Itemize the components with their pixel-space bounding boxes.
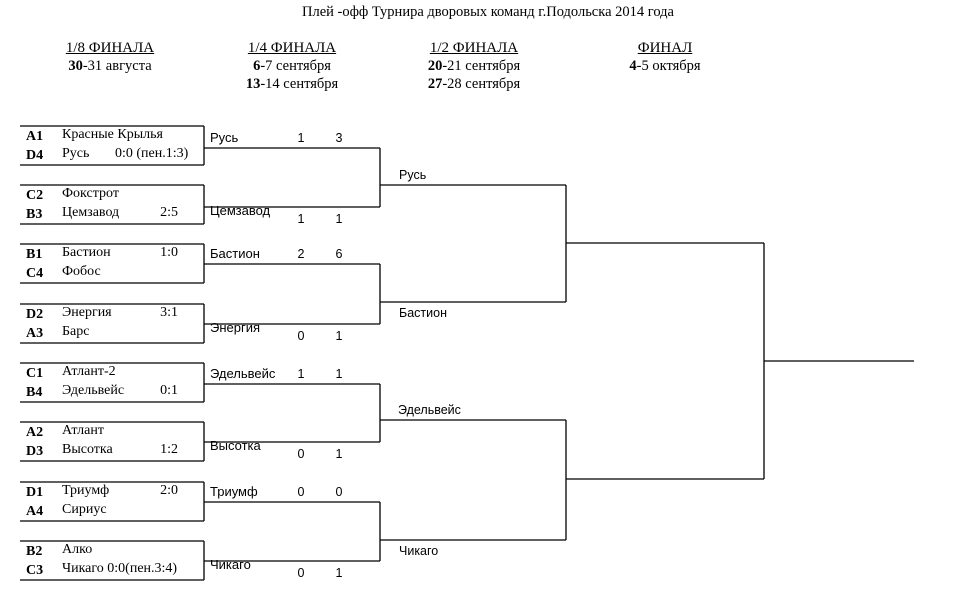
- qf-game2-goals: 1: [335, 447, 343, 461]
- r16-match-score: 1:2: [160, 442, 178, 457]
- seed-label: B2: [26, 544, 43, 559]
- qf-game1-goals: 1: [297, 367, 305, 381]
- seed-label: A3: [26, 326, 44, 341]
- seed-label: D3: [26, 444, 44, 459]
- bracket-title: Плей -офф Турнира дворовых команд г.Подо…: [301, 4, 674, 20]
- qf-team-name: Высотка: [210, 438, 261, 453]
- sf-team-name: Русь: [399, 168, 427, 182]
- qf-team-name: Энергия: [210, 320, 261, 335]
- seed-label: A1: [26, 129, 44, 144]
- qf-game2-goals: 6: [335, 247, 343, 261]
- round-date-rest: -28 сентября: [442, 76, 521, 92]
- qf-team-name: Эдельвейс: [210, 366, 276, 381]
- seed-label: C3: [26, 563, 44, 578]
- qf-game2-goals: 1: [335, 329, 343, 343]
- r16-match-score: 2:0: [160, 483, 178, 498]
- round-name: 1/2 ФИНАЛА: [429, 40, 519, 56]
- qf-game1-goals: 2: [297, 247, 305, 261]
- round-name: 1/4 ФИНАЛА: [247, 40, 337, 56]
- r16-team-name: Бастион: [62, 245, 111, 260]
- qf-team-name: Русь: [210, 130, 239, 145]
- qf-game2-goals: 1: [335, 212, 343, 226]
- r16-match-score: 2:5: [160, 205, 178, 220]
- qf-game1-goals: 0: [297, 485, 305, 499]
- round-name: 1/8 ФИНАЛА: [65, 40, 155, 56]
- sf-team-name: Эдельвейс: [398, 403, 461, 417]
- r16-team-name: Фокстрот: [62, 186, 119, 201]
- round-dates: 27-28 сентября: [384, 75, 564, 93]
- qf-game1-goals: 1: [297, 131, 305, 145]
- seed-label: B4: [26, 385, 43, 400]
- round-dates: 30-31 августа: [20, 57, 200, 75]
- round-name: ФИНАЛ: [637, 40, 693, 56]
- r16-match-score: 1:0: [160, 245, 178, 260]
- r16-team-name: Алко: [62, 542, 93, 557]
- r16-team-name: Барс: [62, 324, 90, 339]
- round-date-start: 4: [629, 58, 637, 74]
- seed-label: A4: [26, 504, 44, 519]
- r16-team-name: Эдельвейс: [62, 383, 125, 398]
- round-date-start: 20: [427, 58, 443, 74]
- seed-label: D2: [26, 307, 44, 322]
- round-date-rest: -5 октября: [636, 58, 701, 74]
- qf-game2-goals: 1: [335, 367, 343, 381]
- r16-team-name: Чикаго 0:0(пен.3:4): [62, 561, 178, 576]
- round-dates: 20-21 сентября: [384, 57, 564, 75]
- r16-team-name: Энергия: [62, 305, 112, 320]
- round-dates: 4-5 октября: [575, 57, 755, 75]
- seed-label: B3: [26, 207, 43, 222]
- r16-match-score: 3:1: [160, 305, 178, 320]
- r16-team-name: Атлант-2: [62, 364, 116, 379]
- qf-game1-goals: 0: [297, 566, 305, 580]
- round-date-start: 27: [427, 76, 443, 92]
- qf-game2-goals: 1: [335, 566, 343, 580]
- r16-match-score: 0:1: [160, 383, 178, 398]
- round-date-start: 13: [245, 76, 261, 92]
- seed-label: C2: [26, 188, 44, 203]
- r16-match-score: 0:0 (пен.1:3): [115, 146, 189, 161]
- sf-team-name: Бастион: [399, 306, 447, 320]
- r16-team-name: Русь: [62, 146, 90, 161]
- qf-game2-goals: 0: [335, 485, 343, 499]
- r16-team-name: Красные Крылья: [62, 127, 163, 142]
- round-date-start: 6: [253, 58, 261, 74]
- r16-team-name: Атлант: [62, 423, 104, 438]
- seed-label: C1: [26, 366, 44, 381]
- round-date-start: 30: [68, 58, 83, 74]
- round-date-rest: -7 сентября: [260, 58, 331, 74]
- round-date-rest: -31 августа: [82, 58, 152, 74]
- seed-label: D1: [26, 485, 44, 500]
- qf-team-name: Цемзавод: [210, 203, 271, 218]
- sf-team-name: Чикаго: [399, 544, 439, 558]
- qf-team-name: Чикаго: [210, 557, 251, 572]
- r16-team-name: Сириус: [62, 502, 107, 517]
- round-date-rest: -21 сентября: [442, 58, 521, 74]
- qf-team-name: Бастион: [210, 246, 260, 261]
- qf-game2-goals: 3: [335, 131, 343, 145]
- r16-team-name: Цемзавод: [62, 205, 120, 220]
- r16-team-name: Высотка: [62, 442, 113, 457]
- qf-team-name: Триумф: [210, 484, 258, 499]
- r16-team-name: Триумф: [62, 483, 110, 498]
- round-date-rest: -14 сентября: [260, 76, 339, 92]
- seed-label: B1: [26, 247, 43, 262]
- round-dates: 6-7 сентября: [202, 57, 382, 75]
- seed-label: A2: [26, 425, 44, 440]
- seed-label: C4: [26, 266, 44, 281]
- qf-game1-goals: 0: [297, 329, 305, 343]
- seed-label: D4: [26, 148, 44, 163]
- qf-game1-goals: 1: [297, 212, 305, 226]
- r16-team-name: Фобос: [62, 264, 101, 279]
- qf-game1-goals: 0: [297, 447, 305, 461]
- round-dates: 13-14 сентября: [202, 75, 382, 93]
